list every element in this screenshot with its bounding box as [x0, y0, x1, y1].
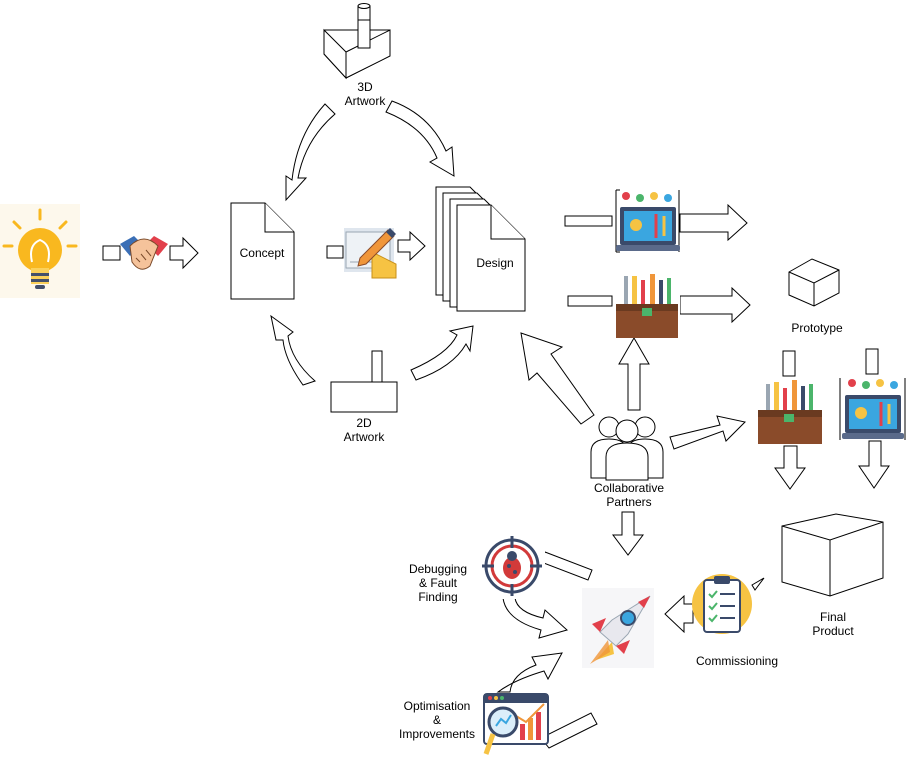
- arrow-partners-to-prototype: [669, 415, 747, 450]
- commissioning-label: Commissioning: [696, 654, 778, 668]
- concept-label: Concept: [240, 246, 285, 260]
- arrow-concept-to-drafting: [326, 245, 344, 259]
- arrow-2d-to-design: [410, 325, 474, 381]
- arrow-partners-to-design: [520, 332, 595, 425]
- debugging-label-3: Finding: [418, 590, 457, 604]
- arrow-design-to-laptop: [564, 215, 613, 227]
- arrow-optimisation-to-rocket: [496, 652, 563, 693]
- people-group-icon: [590, 416, 664, 481]
- arrow-commissioning-to-rocket: [664, 594, 694, 634]
- arrow-partners-to-toolbox: [618, 336, 650, 411]
- design-document-stack: [435, 186, 526, 312]
- rocket-icon: [582, 588, 654, 668]
- arrow-toolbox-to-final: [774, 445, 806, 490]
- arrow-toolbox-to-prototype: [679, 286, 751, 324]
- arrow-debugging-to-rocket: [502, 597, 569, 639]
- debugging-label-2: & Fault: [419, 576, 458, 590]
- final-product-cube: [781, 513, 884, 597]
- design-label: Design: [476, 256, 513, 270]
- laptop-dashboard-icon-2: [839, 378, 906, 440]
- arrow-final-to-commissioning: [751, 577, 765, 591]
- bug-target-icon: [479, 533, 545, 599]
- optimisation-label-1: Optimisation: [404, 699, 471, 713]
- arrow-handshake-to-concept: [169, 236, 199, 270]
- toolbox-icon: [614, 272, 680, 338]
- artwork-2d-label-2: Artwork: [344, 430, 386, 444]
- prototype-cube: [788, 258, 840, 307]
- arrow-design-to-toolbox: [567, 295, 613, 307]
- artwork-2d-shape: [330, 350, 398, 413]
- analytics-magnifier-icon: [483, 693, 549, 755]
- arrow-optimisation-tail: [540, 712, 598, 749]
- laptop-dashboard-icon: [615, 189, 680, 253]
- debugging-label-1: Debugging: [409, 562, 467, 576]
- arrow-partners-to-rocket: [612, 511, 644, 556]
- arrows: [102, 100, 890, 749]
- arrow-laptop-to-final: [858, 440, 890, 489]
- drafting-tools-icon: [344, 228, 397, 279]
- arrow-prototype-to-toolbox: [782, 350, 796, 377]
- handshake-icon: [120, 236, 168, 270]
- toolbox-icon-2: [758, 380, 822, 444]
- artwork-3d-shape: [323, 3, 391, 80]
- optimisation-label-3: Improvements: [399, 727, 475, 741]
- arrow-debugging-tail: [540, 551, 593, 581]
- partners-label-1: Collaborative: [594, 481, 664, 495]
- clipboard-checklist-icon: [692, 574, 752, 634]
- final-product-label-2: Product: [812, 624, 854, 638]
- arrow-3d-to-concept: [285, 103, 336, 202]
- arrow-idea-to-handshake: [102, 245, 121, 261]
- final-product-label-1: Final: [820, 610, 846, 624]
- arrow-prototype-to-laptop: [865, 348, 879, 375]
- artwork-3d-label-2: Artwork: [345, 94, 387, 108]
- arrow-drafting-to-design: [397, 230, 426, 262]
- partners-label-2: Partners: [606, 495, 651, 509]
- concept-document: [230, 202, 295, 300]
- arrow-2d-to-concept: [270, 314, 316, 386]
- artwork-2d-label-1: 2D: [356, 416, 372, 430]
- arrow-laptop-to-prototype: [679, 203, 748, 242]
- lightbulb-icon: [0, 204, 80, 298]
- prototype-label: Prototype: [791, 321, 843, 335]
- arrow-3d-to-design: [385, 100, 455, 177]
- artwork-3d-label-1: 3D: [357, 80, 373, 94]
- optimisation-label-2: &: [433, 713, 441, 727]
